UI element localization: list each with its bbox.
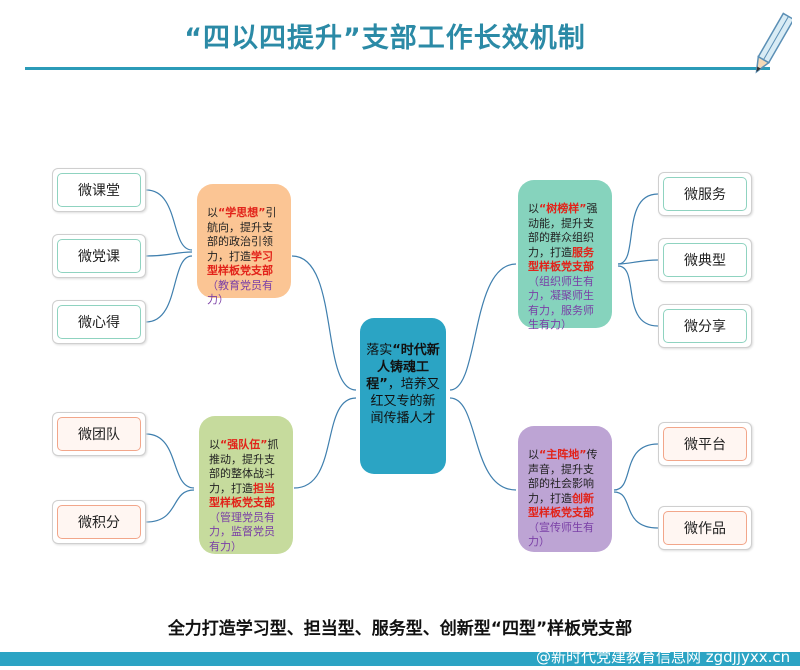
leaf-node: 微平台 <box>658 422 752 466</box>
leaf-node: 微党课 <box>52 234 146 278</box>
page-title: “四以四提升”支部工作长效机制 <box>184 23 586 54</box>
leaf-label: 微心得 <box>57 305 141 339</box>
card-text: 以 <box>207 206 218 219</box>
card-keyword: “树榜样” <box>539 202 587 215</box>
leaf-label: 微积分 <box>57 505 141 539</box>
card-text: 传声音，提升支部的社会影响力，打造 <box>528 448 598 505</box>
center-node: 落实“时代新人铸魂工程”，培养又红又专的新闻传播人才 <box>360 318 446 474</box>
leaf-label: 微作品 <box>663 511 747 545</box>
card-text: 强动能，提升支部的群众组织力，打造 <box>528 202 598 259</box>
leaf-node: 微团队 <box>52 412 146 456</box>
card-note: （教育党员有力） <box>207 278 273 307</box>
title-divider <box>25 67 770 70</box>
watermark: @新时代党建教育信息网 zgdjjyxx.cn <box>536 648 791 666</box>
card-type: 创新型样板党支部 <box>528 491 594 520</box>
card-keyword: “主阵地” <box>539 448 587 461</box>
card-keyword: “强队伍” <box>220 438 268 451</box>
leaf-node: 微积分 <box>52 500 146 544</box>
leaf-node: 微典型 <box>658 238 752 282</box>
center-text: 落实 <box>366 343 393 358</box>
leaf-label: 微党课 <box>57 239 141 273</box>
card-text: 以 <box>528 202 539 215</box>
center-keyword: “时代新人铸魂工程” <box>366 343 440 392</box>
card-type: 学习型样板党支部 <box>207 249 273 278</box>
pencil-icon <box>755 12 792 74</box>
leaf-label: 微服务 <box>663 177 747 211</box>
leaf-label: 微平台 <box>663 427 747 461</box>
leaf-node: 微心得 <box>52 300 146 344</box>
leaf-node: 微课堂 <box>52 168 146 212</box>
leaf-node: 微作品 <box>658 506 752 550</box>
card-team: 以“强队伍”抓推动，提升支部的整体战斗力，打造担当型样板党支部（管理党员有力，监… <box>199 416 293 554</box>
card-text: 以 <box>528 448 539 461</box>
card-keyword: “学思想” <box>218 206 266 219</box>
card-text: 引航向，提升支部的政治引领力，打造 <box>207 206 277 263</box>
leaf-label: 微典型 <box>663 243 747 277</box>
leaf-label: 微课堂 <box>57 173 141 207</box>
card-text: 抓推动，提升支部的整体战斗力，打造 <box>209 438 279 495</box>
leaf-label: 微团队 <box>57 417 141 451</box>
footer-bar <box>0 652 800 666</box>
footer-slogan: 全力打造学习型、担当型、服务型、创新型“四型”样板党支部 <box>167 619 633 639</box>
card-note: （管理党员有力，监督党员有力） <box>209 510 275 553</box>
card-serve: 以“树榜样”强动能，提升支部的群众组织力，打造服务型样板党支部（组织师生有力，凝… <box>518 180 612 331</box>
card-study: 以“学思想”引航向，提升支部的政治引领力，打造学习型样板党支部（教育党员有力） <box>197 184 291 306</box>
card-front: 以“主阵地”传声音，提升支部的社会影响力，打造创新型样板党支部（宣传师生有力） <box>518 426 612 552</box>
leaf-node: 微分享 <box>658 304 752 348</box>
card-note: （组织师生有力，凝聚师生有力，服务师生有力） <box>528 274 594 332</box>
card-note: （宣传师生有力） <box>528 520 594 549</box>
card-text: 以 <box>209 438 220 451</box>
leaf-node: 微服务 <box>658 172 752 216</box>
center-text: ，培养又红又专的新闻传播人才 <box>370 377 440 426</box>
card-type: 服务型样板党支部 <box>528 245 594 274</box>
leaf-label: 微分享 <box>663 309 747 343</box>
card-type: 担当型样板党支部 <box>209 481 275 510</box>
